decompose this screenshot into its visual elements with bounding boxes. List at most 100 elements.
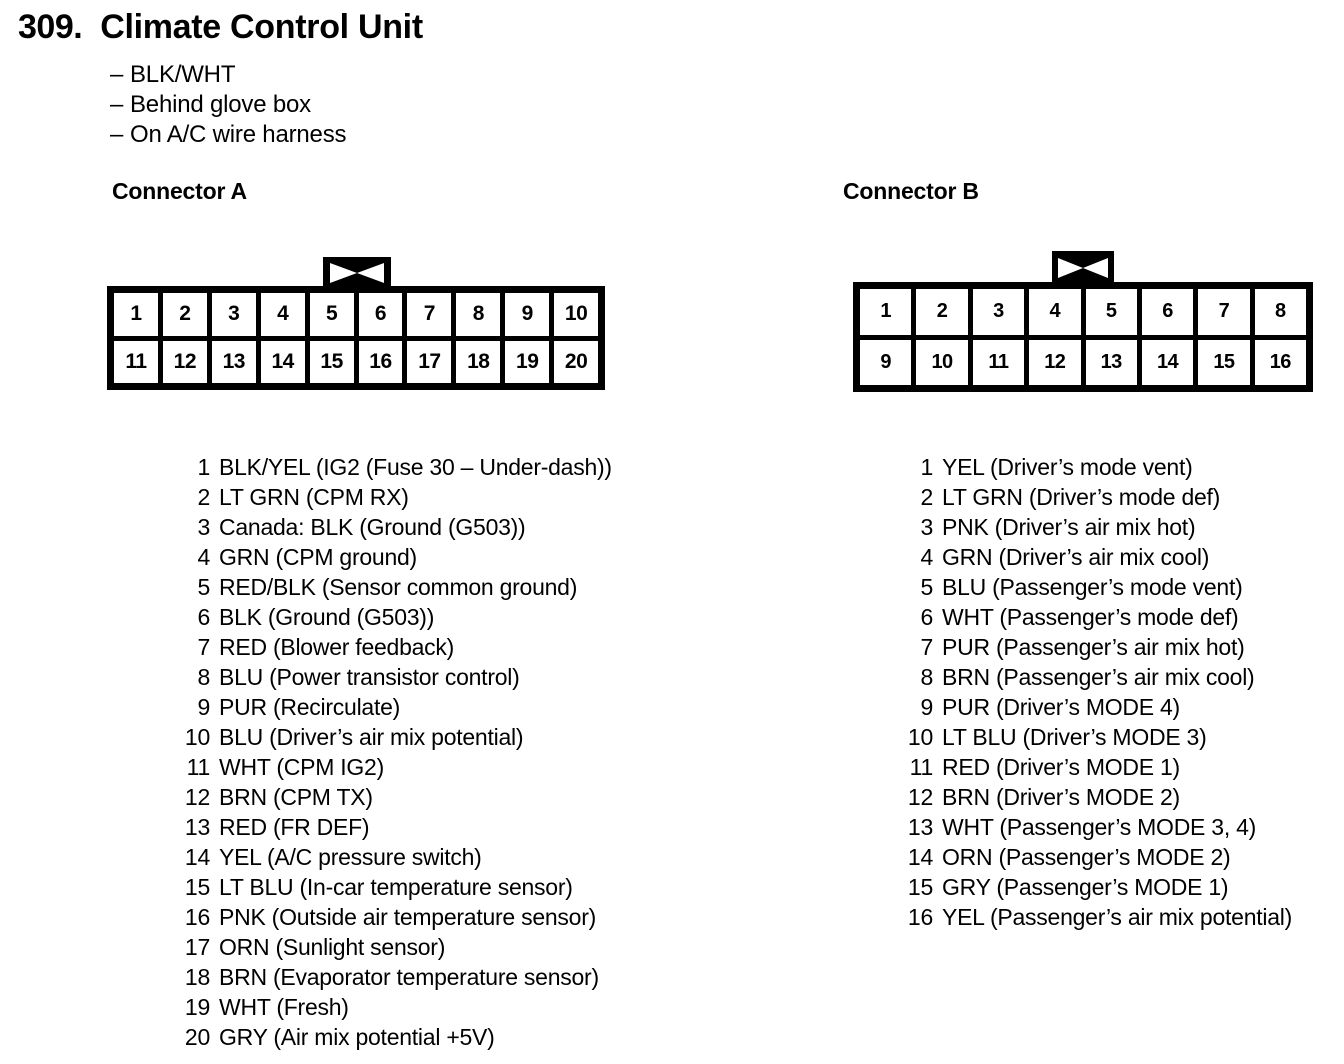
pin-number: 4 [197, 544, 210, 570]
pin-cell[interactable]: 5 [309, 293, 354, 336]
pin-cell[interactable]: 7 [1198, 289, 1250, 335]
note-line: –Behind glove box [110, 90, 346, 120]
pin-number: 6 [197, 604, 210, 630]
pin-number: 8 [920, 664, 933, 690]
pin-cell[interactable]: 18 [456, 340, 501, 383]
pin-cell[interactable]: 19 [505, 340, 550, 383]
pin-number: 1 [920, 454, 933, 480]
pin-description: PNK (Driver’s air mix hot) [942, 514, 1196, 540]
pin-cell[interactable]: 20 [554, 340, 599, 383]
pin-cell[interactable]: 11 [972, 339, 1025, 385]
bowtie-icon [1052, 251, 1114, 285]
pin-cell[interactable]: 4 [260, 293, 305, 336]
pin-cell[interactable]: 5 [1085, 289, 1137, 335]
pin-cell[interactable]: 10 [916, 339, 968, 385]
pin-description: LT BLU (Driver’s MODE 3) [942, 724, 1207, 750]
connector-a-row-top: 1 2 3 4 5 6 7 8 9 10 [114, 293, 599, 336]
pin-cell[interactable]: 1 [860, 289, 912, 335]
pin-list-item: 13 RED (FR DEF) [180, 812, 612, 842]
pin-description: Canada: BLK (Ground (G503)) [219, 514, 526, 540]
bullet-dash-icon: – [110, 91, 124, 118]
pin-number: 15 [184, 874, 210, 900]
pin-description: BLK/YEL (IG2 (Fuse 30 – Under-dash)) [219, 454, 612, 480]
pin-cell[interactable]: 14 [1141, 339, 1194, 385]
pin-cell[interactable]: 6 [358, 293, 403, 336]
pin-list-item: 16 PNK (Outside air temperature sensor) [180, 902, 612, 932]
pin-cell[interactable]: 16 [1254, 339, 1306, 385]
pin-number: 7 [920, 634, 933, 660]
pin-cell[interactable]: 3 [972, 289, 1025, 335]
pin-number: 13 [184, 814, 210, 840]
pin-cell[interactable]: 12 [1029, 339, 1081, 385]
pin-description: RED (FR DEF) [219, 814, 370, 840]
pin-cell[interactable]: 7 [407, 293, 452, 336]
connector-b-row-bottom: 9 10 11 12 13 14 15 16 [860, 339, 1306, 385]
pin-cell[interactable]: 16 [358, 340, 403, 383]
pin-cell[interactable]: 1 [114, 293, 158, 336]
pin-description: WHT (Passenger’s MODE 3, 4) [942, 814, 1257, 840]
pin-cell[interactable]: 9 [860, 339, 912, 385]
pin-cell[interactable]: 13 [1085, 339, 1137, 385]
pin-cell[interactable]: 12 [162, 340, 207, 383]
pin-number: 13 [907, 814, 933, 840]
pin-number: 6 [920, 604, 933, 630]
pin-description: LT BLU (In-car temperature sensor) [219, 874, 573, 900]
item-number: 309. [18, 8, 83, 46]
pin-cell[interactable]: 10 [554, 293, 599, 336]
pin-cell[interactable]: 4 [1029, 289, 1081, 335]
pin-cell[interactable]: 15 [1198, 339, 1250, 385]
pin-description: PUR (Passenger’s air mix hot) [942, 634, 1245, 660]
note-text: BLK/WHT [130, 61, 236, 88]
pin-number: 14 [907, 844, 933, 870]
pin-cell[interactable]: 17 [407, 340, 452, 383]
pin-description: LT GRN (Driver’s mode def) [942, 484, 1221, 510]
pin-description: PNK (Outside air temperature sensor) [219, 904, 597, 930]
pin-cell[interactable]: 15 [309, 340, 354, 383]
pin-list-item: 10 LT BLU (Driver’s MODE 3) [903, 722, 1292, 752]
note-text: Behind glove box [130, 91, 311, 118]
pin-cell[interactable]: 6 [1141, 289, 1194, 335]
pin-number: 4 [920, 544, 933, 570]
pin-number: 12 [907, 784, 933, 810]
pin-cell[interactable]: 14 [260, 340, 305, 383]
pin-description: WHT (Fresh) [219, 994, 349, 1020]
pin-description: PUR (Driver’s MODE 4) [942, 694, 1180, 720]
bowtie-icon [323, 257, 391, 289]
bullet-dash-icon: – [110, 61, 124, 88]
pin-cell[interactable]: 8 [456, 293, 501, 336]
pin-cell[interactable]: 8 [1254, 289, 1306, 335]
pin-description: GRY (Air mix potential +5V) [219, 1024, 495, 1050]
pin-description: BRN (CPM TX) [219, 784, 373, 810]
note-line: –BLK/WHT [110, 60, 346, 90]
pin-list-item: 5 RED/BLK (Sensor common ground) [180, 572, 612, 602]
page-title: 309. Climate Control Unit [18, 8, 423, 47]
pin-description: PUR (Recirculate) [219, 694, 401, 720]
pin-cell[interactable]: 3 [211, 293, 256, 336]
pin-list-item: 15 LT BLU (In-car temperature sensor) [180, 872, 612, 902]
pin-cell[interactable]: 2 [162, 293, 207, 336]
pin-cell[interactable]: 13 [211, 340, 256, 383]
pin-cell[interactable]: 11 [114, 340, 158, 383]
pin-number: 10 [907, 724, 933, 750]
pin-number: 18 [184, 964, 210, 990]
pin-number: 5 [197, 574, 210, 600]
pin-number: 16 [184, 904, 210, 930]
pin-description: RED/BLK (Sensor common ground) [219, 574, 578, 600]
pin-cell[interactable]: 9 [505, 293, 550, 336]
pin-description: YEL (A/C pressure switch) [219, 844, 482, 870]
pin-cell[interactable]: 2 [916, 289, 968, 335]
